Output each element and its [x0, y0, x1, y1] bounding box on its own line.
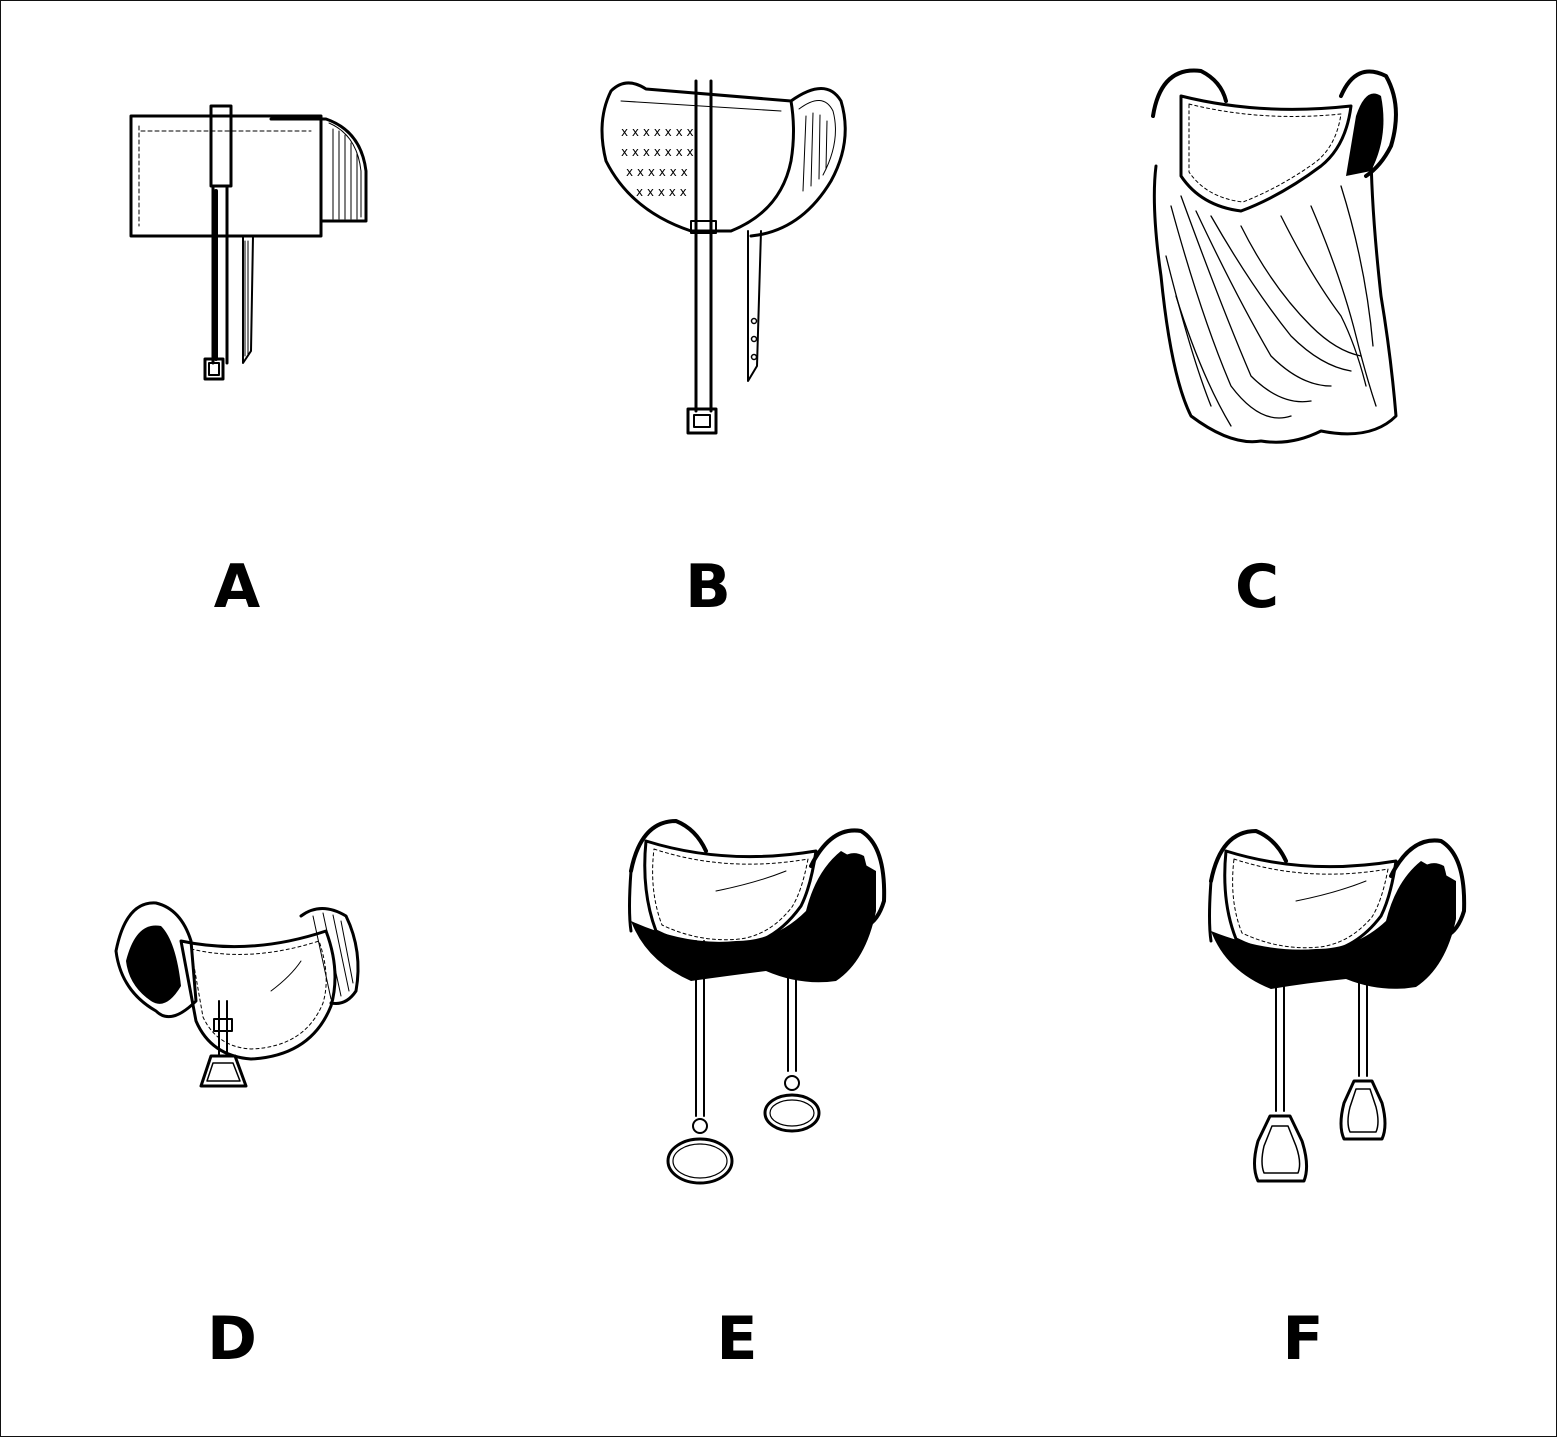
svg-text:x x x x x x: x x x x x x — [626, 165, 688, 179]
svg-text:x x x x x x x: x x x x x x x — [621, 145, 694, 159]
svg-text:x x x x x: x x x x x — [636, 185, 687, 199]
figure-label-e: E — [716, 1304, 758, 1374]
figure-label-c: C — [1234, 552, 1280, 622]
padded-saddle-icon: x x x x x x x x x x x x x x x x x x x x … — [600, 79, 847, 435]
figure-label-b: B — [685, 552, 731, 622]
draped-saddle-cloth-icon — [1151, 68, 1398, 444]
figure-label-a: A — [213, 552, 261, 622]
saddle-single-stirrup-icon — [114, 901, 360, 1088]
saddle-iron-stirrups-icon — [1208, 829, 1467, 1183]
svg-text:x x x x x x x: x x x x x x x — [621, 125, 694, 139]
figure-label-d: D — [207, 1304, 257, 1374]
saddle-pad-icon — [129, 104, 368, 381]
saddle-ring-stirrups-icon — [628, 819, 887, 1185]
figure-label-f: F — [1282, 1304, 1324, 1374]
